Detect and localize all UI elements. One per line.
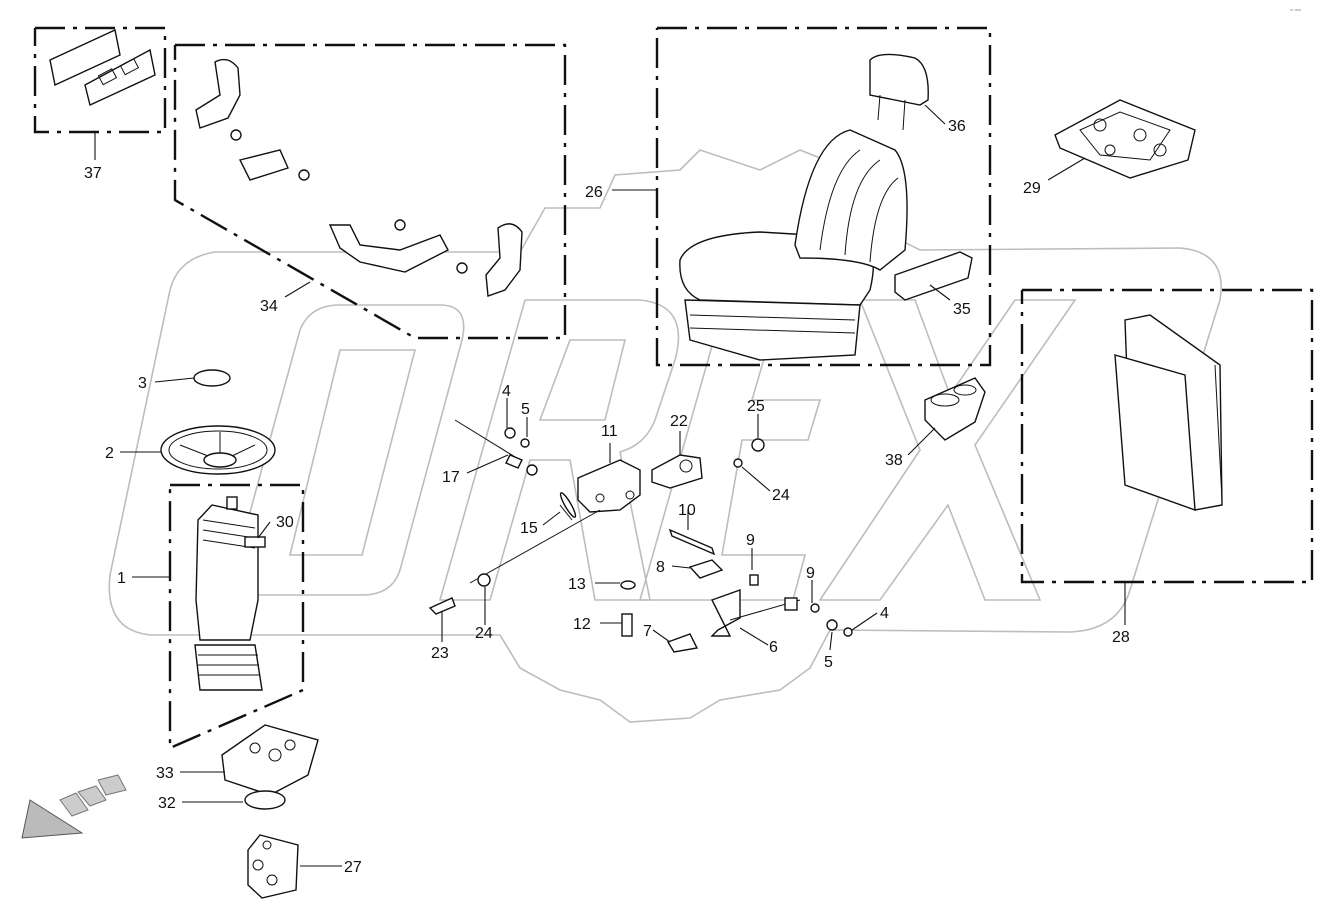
- callout-37: 37: [84, 165, 102, 182]
- callout-26: 26: [585, 184, 603, 201]
- steering-column-part: [194, 496, 266, 691]
- callout-labels: 37 34 26 36 35 29 28 38 3 2 1 30 33 32 2…: [84, 118, 1130, 876]
- callout-4-top: 4: [502, 383, 511, 400]
- callout-32: 32: [158, 795, 176, 812]
- callout-13: 13: [568, 576, 586, 593]
- callout-3: 3: [138, 375, 147, 392]
- callout-7: 7: [643, 623, 652, 640]
- callout-34: 34: [260, 298, 278, 315]
- group-box-1: [168, 483, 305, 750]
- callout-9-left: 9: [746, 532, 755, 549]
- callout-23: 23: [431, 645, 449, 662]
- hydraulic-block-part: [247, 834, 299, 899]
- callout-29: 29: [1023, 180, 1041, 197]
- callout-33: 33: [156, 765, 174, 782]
- armrest-bracket-part: [195, 58, 523, 297]
- group-box-26: [655, 26, 992, 367]
- callout-10: 10: [678, 502, 696, 519]
- leader-lines: [94, 104, 1126, 867]
- group-box-28: [1020, 288, 1314, 584]
- mounting-plate-part: [1054, 99, 1196, 179]
- callout-15: 15: [520, 520, 538, 537]
- callout-27: 27: [344, 859, 362, 876]
- callout-22: 22: [670, 413, 688, 430]
- callout-38: 38: [885, 452, 903, 469]
- pocket-tray-part: [49, 28, 156, 106]
- side-panel-part: [1114, 314, 1223, 512]
- callout-11: 11: [601, 423, 618, 440]
- steering-wheel-part: [160, 425, 276, 475]
- group-box-34: [173, 43, 567, 340]
- callout-12: 12: [573, 616, 591, 633]
- callout-2: 2: [105, 445, 114, 462]
- callout-35: 35: [953, 301, 971, 318]
- callout-5-top: 5: [521, 401, 530, 418]
- callout-9-right: 9: [806, 565, 815, 582]
- callout-30: 30: [276, 514, 294, 531]
- operator-seat-part: [679, 53, 973, 361]
- callout-28: 28: [1112, 629, 1130, 646]
- callout-25: 25: [747, 398, 765, 415]
- callout-24-left: 24: [475, 625, 493, 642]
- callout-1: 1: [117, 570, 126, 587]
- callout-36: 36: [948, 118, 966, 135]
- callout-4-bottom: 4: [880, 605, 889, 622]
- callout-8: 8: [656, 559, 665, 576]
- valve-plate-part: [221, 724, 319, 810]
- pedal-linkage-parts: [428, 419, 853, 653]
- callout-24-right: 24: [772, 487, 790, 504]
- callout-6: 6: [769, 639, 778, 656]
- callout-17: 17: [442, 469, 460, 486]
- cup-holder-part: [924, 377, 986, 441]
- direction-arrow: [21, 774, 127, 839]
- steering-cap-part: [193, 369, 231, 387]
- corner-mark: ᵒʳ ᵒʳᵉˣ: [1290, 8, 1301, 14]
- callout-5-bottom: 5: [824, 654, 833, 671]
